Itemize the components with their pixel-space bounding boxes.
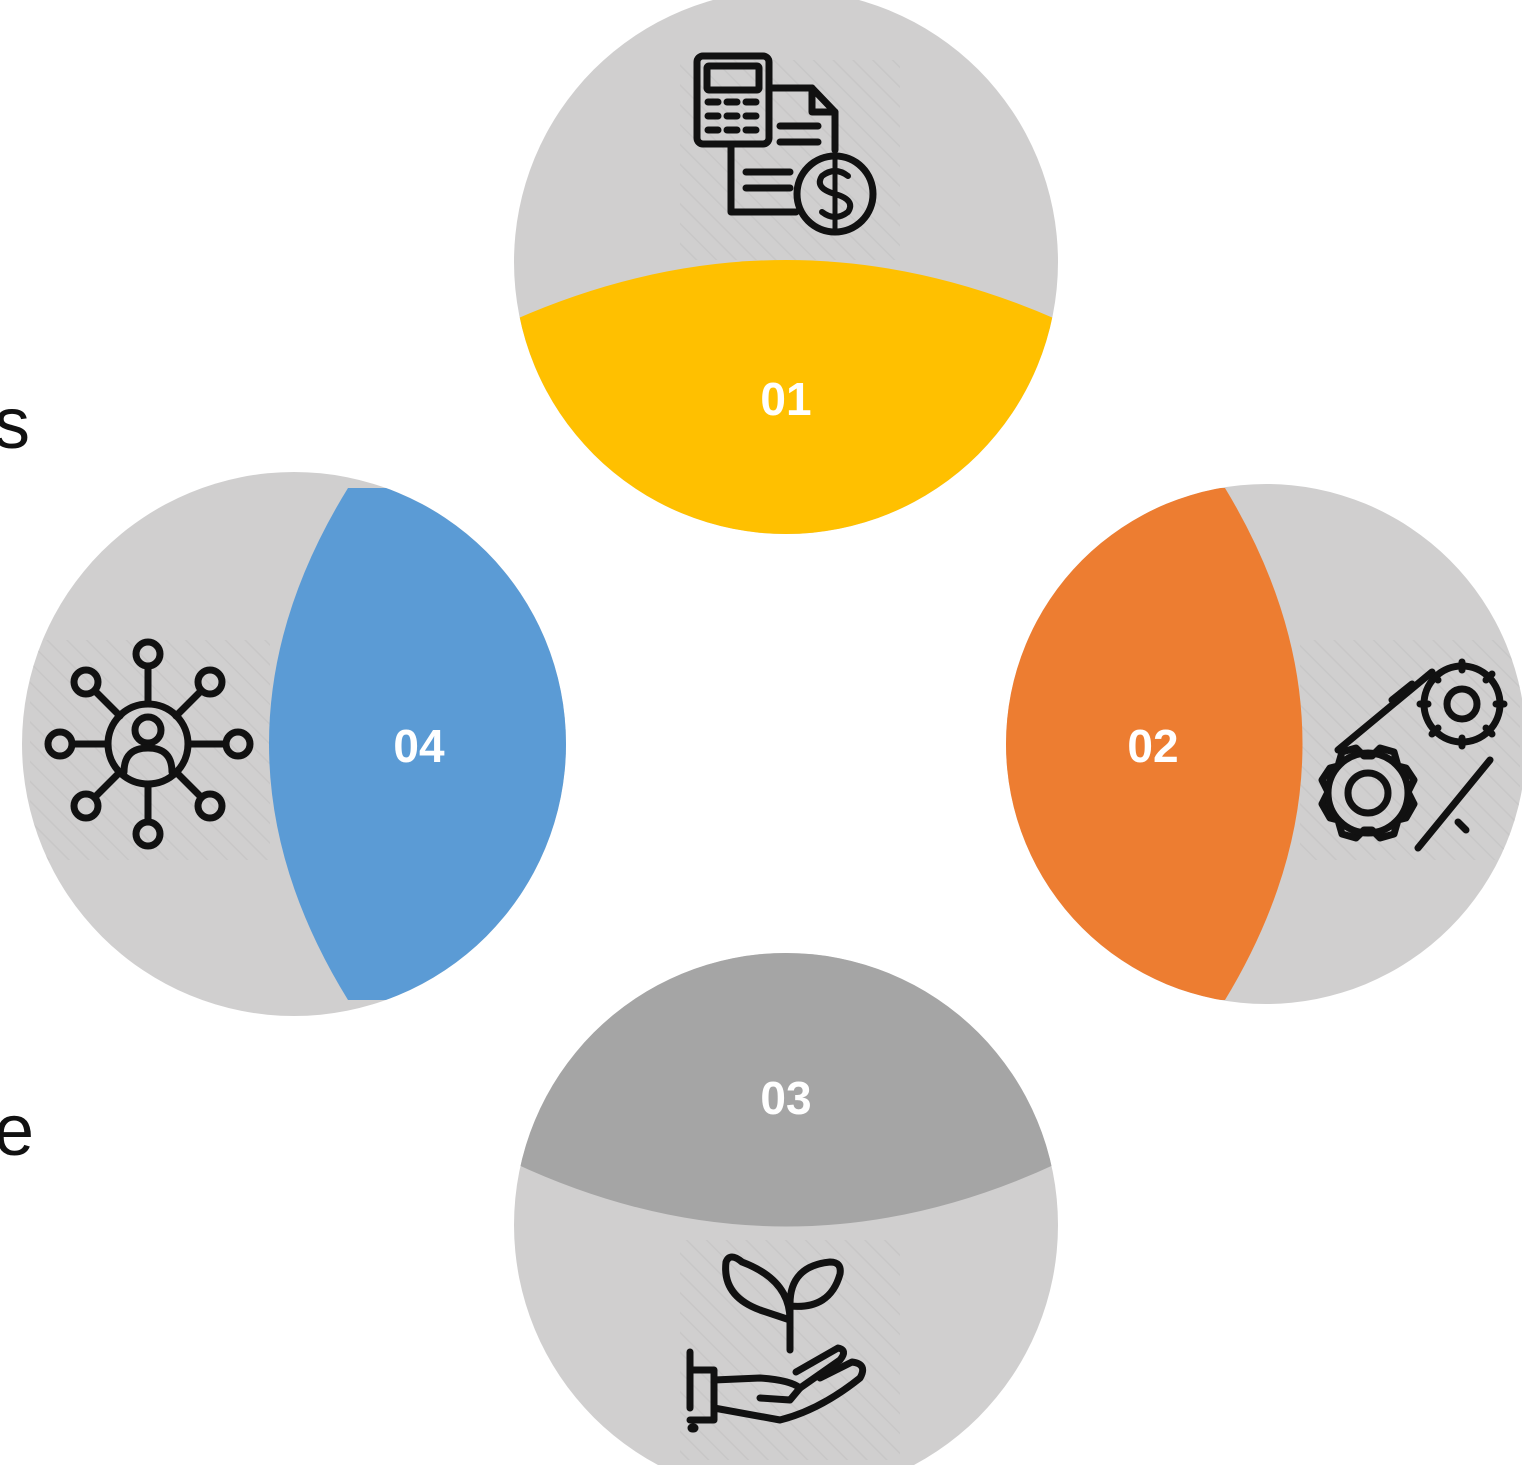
node-04: 04 bbox=[22, 472, 566, 1016]
node-02: 02 bbox=[1006, 484, 1522, 1004]
node-01-accent bbox=[514, 260, 1058, 534]
node-03-label: 03 bbox=[760, 1072, 811, 1124]
node-02-label: 02 bbox=[1127, 720, 1178, 772]
node-03-accent bbox=[514, 953, 1058, 1227]
node-02-accent bbox=[1006, 488, 1303, 1000]
node-01-label: 01 bbox=[760, 373, 811, 425]
edge-text-fragment-1: s bbox=[0, 384, 30, 464]
invoice-calculator-dollar-icon bbox=[693, 52, 877, 236]
node-03: 03 bbox=[514, 953, 1058, 1465]
node-04-label: 04 bbox=[393, 720, 445, 772]
node-01: 01 bbox=[514, 0, 1058, 534]
plant-in-hand-icon bbox=[686, 1253, 867, 1433]
people-network-icon bbox=[44, 638, 254, 850]
edge-text-fragment-2: e bbox=[0, 1091, 35, 1171]
node-04-accent bbox=[269, 488, 566, 1000]
gears-conveyor-icon bbox=[1318, 658, 1508, 852]
